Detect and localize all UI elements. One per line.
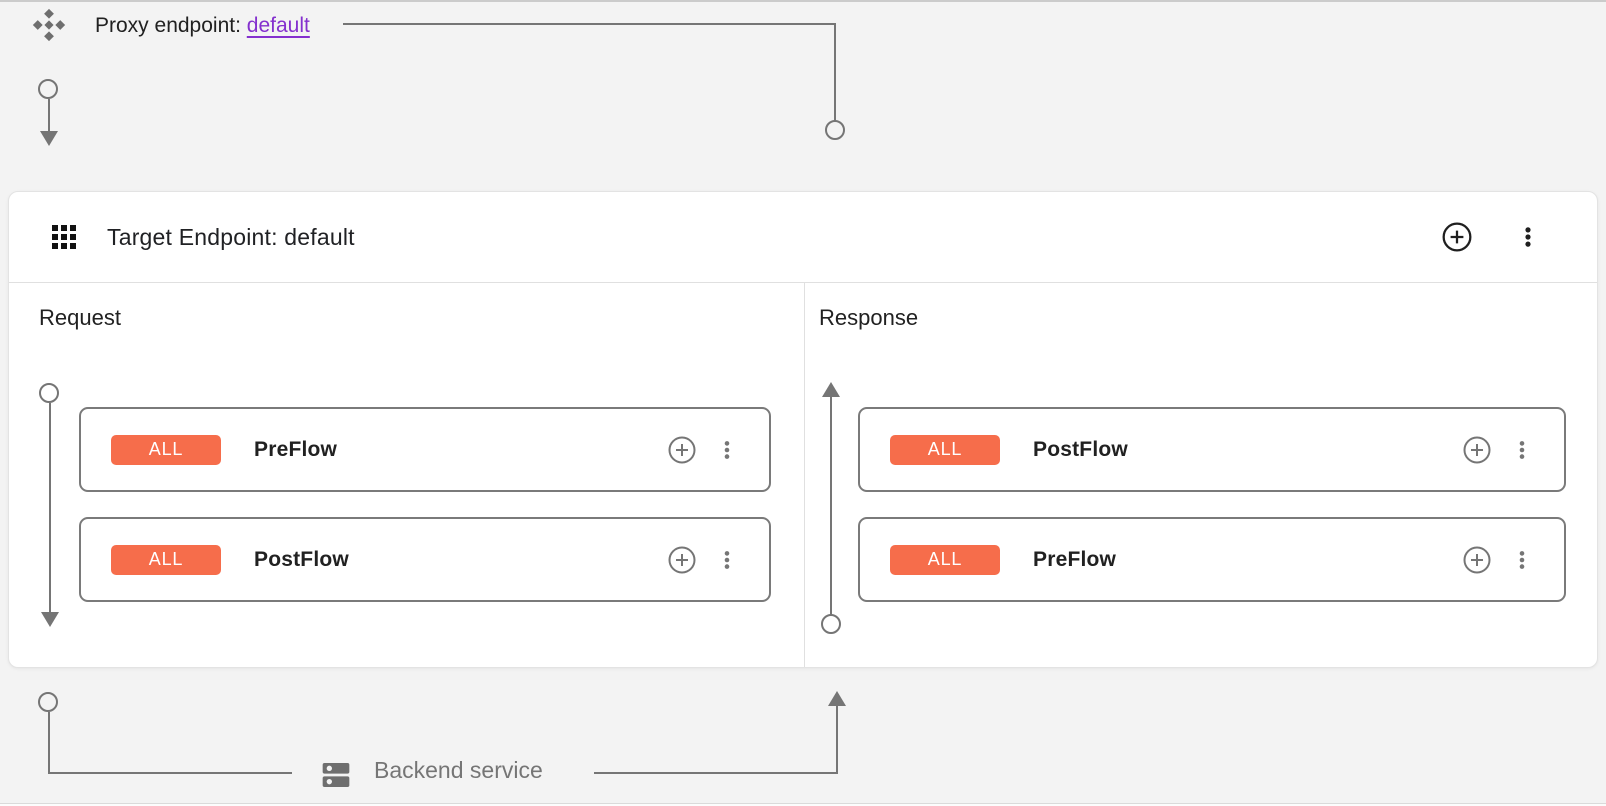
inbound-lane-arrow-icon	[40, 131, 58, 146]
response-lane-line	[830, 397, 832, 615]
plus-circle-icon	[1462, 545, 1492, 575]
backend-in-horizontal	[594, 772, 838, 774]
request-response-divider	[804, 283, 805, 667]
grid-apps-icon	[52, 225, 76, 249]
flow-menu-button[interactable]	[1510, 438, 1534, 462]
target-endpoint-card: Target Endpoint: default	[8, 191, 1598, 668]
flow-menu-button[interactable]	[1510, 548, 1534, 572]
proxy-endpoint-label: Proxy endpoint: default	[95, 11, 310, 41]
request-panel-title: Request	[39, 305, 121, 330]
target-endpoint-title: Target Endpoint: default	[107, 223, 355, 250]
plus-circle-icon	[1441, 221, 1473, 253]
kebab-menu-icon	[1510, 438, 1534, 462]
flow-name: PreFlow	[254, 437, 338, 461]
add-policy-button[interactable]	[667, 435, 697, 465]
backend-out-vertical	[48, 712, 50, 774]
kebab-menu-icon	[715, 438, 739, 462]
kebab-menu-icon	[715, 548, 739, 572]
response-lane-endnode	[821, 614, 841, 634]
backend-out-horizontal	[48, 772, 292, 774]
target-endpoint-menu-button[interactable]	[1515, 224, 1541, 250]
plus-circle-icon	[667, 545, 697, 575]
request-lane-startnode	[39, 383, 59, 403]
condition-badge: ALL	[111, 544, 221, 575]
backend-in-arrow-icon	[828, 691, 846, 706]
condition-badge: ALL	[890, 434, 1000, 465]
add-policy-button[interactable]	[667, 545, 697, 575]
flow-name: PostFlow	[254, 547, 349, 571]
flow-card-response-preflow[interactable]: ALL PreFlow	[858, 517, 1566, 602]
add-policy-button[interactable]	[1462, 435, 1492, 465]
inbound-lane-startnode	[38, 79, 58, 99]
proxy-endpoint-link[interactable]: default	[246, 14, 310, 37]
connector-proxy-vertical	[834, 23, 836, 121]
flow-card-request-postflow[interactable]: ALL PostFlow	[79, 517, 771, 602]
flow-name: PostFlow	[1033, 437, 1128, 461]
backend-out-startnode	[38, 692, 58, 712]
flow-card-response-postflow[interactable]: ALL PostFlow	[858, 407, 1566, 492]
plus-circle-icon	[667, 435, 697, 465]
flow-menu-button[interactable]	[715, 438, 739, 462]
request-lane-arrow-icon	[41, 612, 59, 627]
condition-badge: ALL	[890, 544, 1000, 575]
proxy-endpoint-text: Proxy endpoint:	[95, 14, 241, 37]
request-lane-line	[49, 403, 51, 613]
inbound-lane-line	[48, 99, 50, 132]
flow-card-request-preflow[interactable]: ALL PreFlow	[79, 407, 771, 492]
dns-server-icon	[320, 757, 352, 793]
bottom-edge-strip	[0, 803, 1606, 806]
connector-proxy-horizontal	[343, 23, 836, 25]
kebab-menu-icon	[1510, 548, 1534, 572]
connector-proxy-endnode	[825, 120, 845, 140]
add-policy-button[interactable]	[1462, 545, 1492, 575]
condition-badge: ALL	[111, 434, 221, 465]
backend-in-vertical	[836, 705, 838, 774]
proxy-endpoint-icon	[30, 6, 68, 44]
flow-menu-button[interactable]	[715, 548, 739, 572]
add-flow-button[interactable]	[1441, 221, 1473, 253]
target-endpoint-header: Target Endpoint: default	[9, 192, 1597, 283]
flow-name: PreFlow	[1033, 547, 1117, 571]
kebab-menu-icon	[1515, 224, 1541, 250]
response-lane-arrow-icon	[822, 382, 840, 397]
response-panel-title: Response	[819, 305, 919, 330]
backend-service-label: Backend service	[374, 757, 543, 783]
plus-circle-icon	[1462, 435, 1492, 465]
